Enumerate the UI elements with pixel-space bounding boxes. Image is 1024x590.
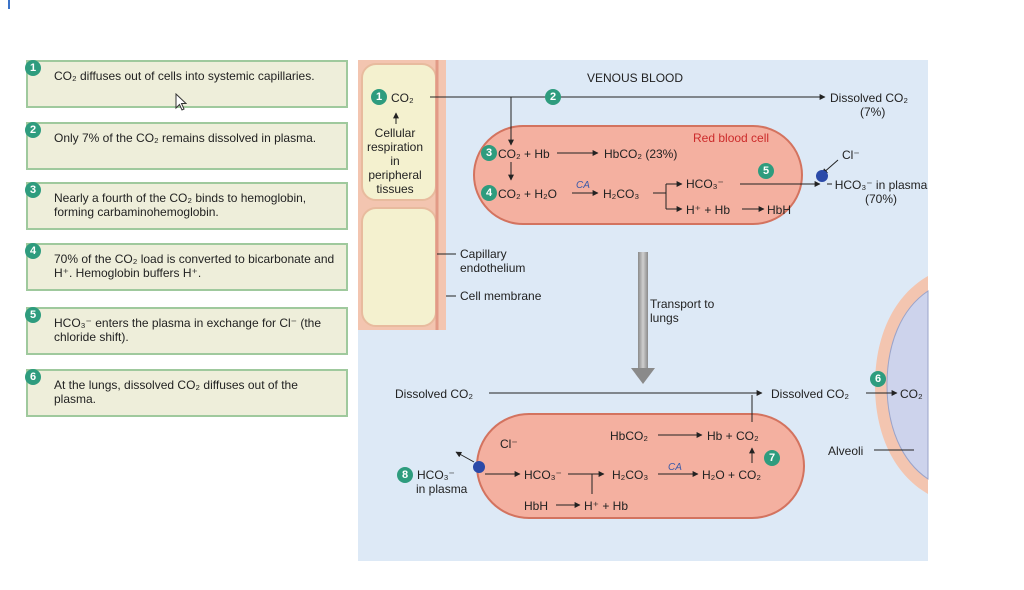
lung-in-plasma: in plasma (416, 482, 468, 496)
step-text: CO₂ diffuses out of cells into systemic … (54, 69, 315, 83)
venous-red-blood-cell (473, 125, 803, 225)
eq4-carbonic-acid: H₂CO₃ (603, 187, 640, 201)
lung-chloride-label: Cl⁻ (500, 437, 518, 451)
venous-chloride-label: Cl⁻ (842, 148, 860, 162)
red-blood-cell-label: Red blood cell (693, 131, 770, 145)
transport-to-lungs-label: Transport to lungs (650, 297, 715, 325)
alveolus-inner (886, 290, 929, 480)
transport-arrow-head (631, 368, 655, 384)
step-number: 2 (25, 122, 41, 138)
window-edge (8, 0, 10, 9)
step-text: At the lungs, dissolved CO₂ diffuses out… (54, 378, 298, 406)
eq4-hbh: HbH (767, 203, 792, 217)
step-number: 3 (25, 182, 41, 198)
lung-enzyme-ca: CA (668, 462, 682, 473)
marker-7: 7 (764, 450, 780, 466)
dissolved-co2-label: Dissolved CO₂ (830, 91, 909, 105)
marker-8: 8 (397, 467, 413, 483)
marker-5: 5 (758, 163, 774, 179)
step-number: 5 (25, 307, 41, 323)
venous-blood-title: VENOUS BLOOD (587, 71, 684, 85)
lung-hb-co2: Hb + CO₂ (707, 429, 759, 443)
eq4-reactants: CO₂ + H₂O (498, 187, 557, 201)
marker-3: 3 (481, 145, 497, 161)
lung-hbh: HbH (524, 499, 549, 513)
step-text: Only 7% of the CO₂ remains dissolved in … (54, 131, 317, 145)
step-text: 70% of the CO₂ load is converted to bica… (54, 252, 335, 280)
lung-h2co3: H₂CO₃ (612, 468, 649, 482)
cl-out-arrow (455, 451, 475, 463)
eq4-split-bracket (653, 184, 667, 209)
alveoli-label: Alveoli (828, 444, 864, 458)
dissolved-co2-percent: (7%) (860, 105, 886, 119)
capillary-endothelium-label: Capillary endothelium (460, 247, 526, 275)
cellular-respiration-label: Cellular respiration in peripheral tissu… (366, 126, 424, 196)
lung-hbco2: HbCO₂ (610, 429, 648, 443)
step-number: 4 (25, 243, 41, 259)
step-4-box: 4 70% of the CO₂ load is converted to bic… (25, 243, 348, 291)
tissue-co2-label: CO₂ (391, 91, 414, 105)
eq3-product: HbCO₂ (23%) (604, 147, 678, 161)
marker-1: 1 (371, 89, 387, 105)
venous-exchanger-protein (816, 170, 828, 182)
lung-h-hb: H⁺ + Hb (584, 499, 629, 513)
mouse-cursor-icon (175, 93, 187, 111)
lung-h2o-co2: H₂O + CO₂ (702, 468, 761, 482)
arterial-exchanger-protein (473, 461, 485, 473)
step-text: HCO₃⁻ enters the plasma in exchange for … (54, 316, 322, 344)
marker-6: 6 (870, 371, 886, 387)
dissolved-co2-lung-left: Dissolved CO₂ (395, 387, 474, 401)
lung-hco3-cell: HCO₃⁻ (524, 468, 562, 482)
eq3-reactants: CO₂ + Hb (498, 147, 550, 161)
hco3-in-plasma-label: HCO₃⁻ in plasma (70%) (834, 178, 928, 206)
eq4-h-hb: H⁺ + Hb (686, 203, 731, 217)
step-6-box: 6 At the lungs, dissolved CO₂ diffuses ou… (25, 369, 348, 417)
step-text: Nearly a fourth of the CO₂ binds to hemo… (54, 191, 307, 219)
step-number: 1 (25, 60, 41, 76)
eq4-enzyme-ca: CA (576, 180, 590, 191)
co2-exhaled-label: CO₂ (900, 387, 923, 401)
transport-arrow-shaft (638, 252, 648, 370)
marker-2: 2 (545, 89, 561, 105)
cell-membrane-label: Cell membrane (460, 289, 542, 303)
eq4-bicarbonate: HCO₃⁻ (686, 177, 724, 191)
lung-hco3-plasma: HCO₃⁻ (417, 468, 455, 482)
step-number: 6 (25, 369, 41, 385)
marker-4: 4 (481, 185, 497, 201)
dissolved-co2-lung-right: Dissolved CO₂ (771, 387, 850, 401)
tissue-cell-2 (361, 207, 437, 327)
